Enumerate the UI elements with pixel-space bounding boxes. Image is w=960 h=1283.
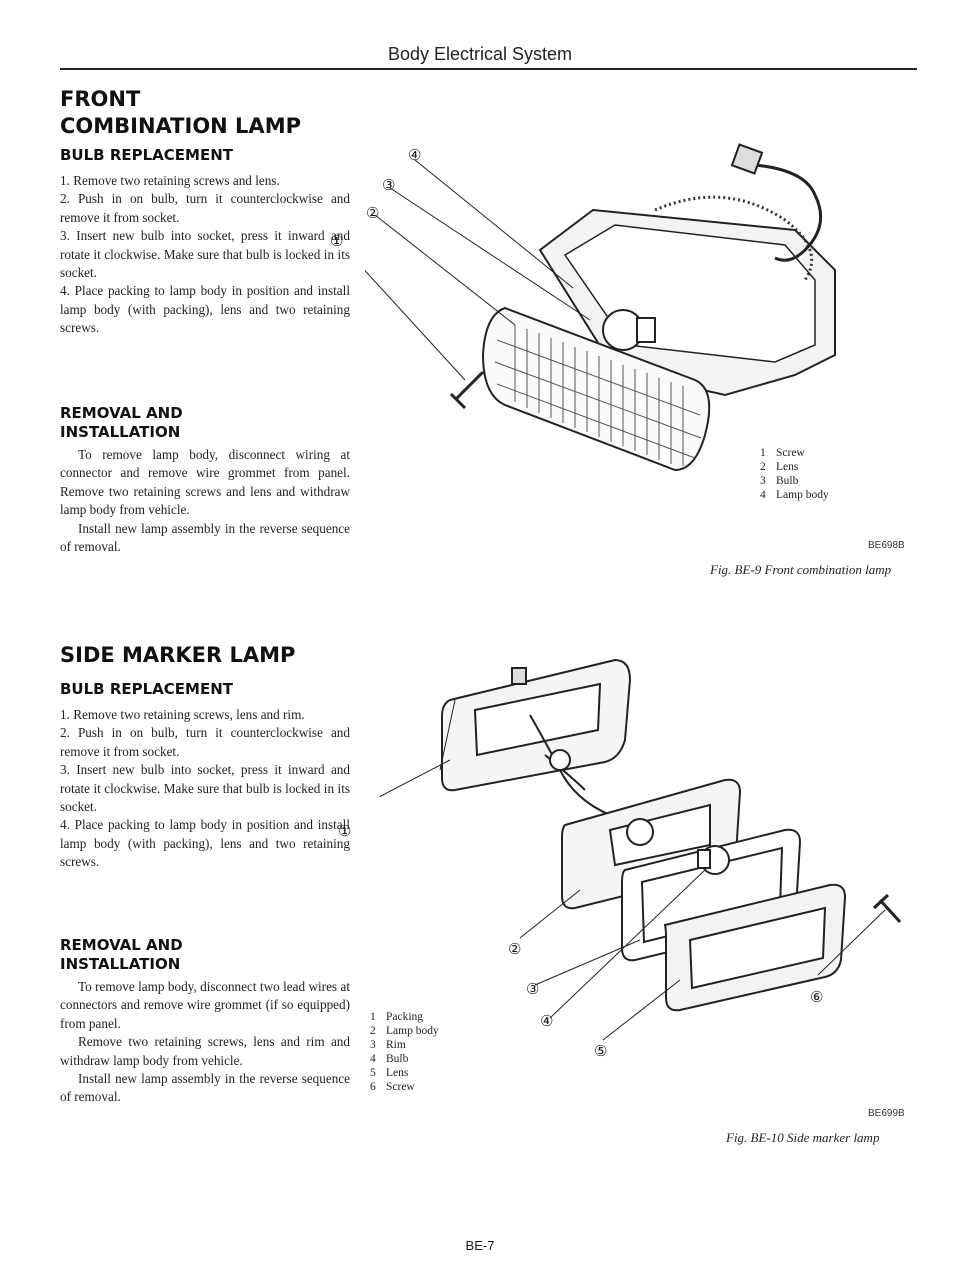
fig10-code: BE699B <box>868 1108 905 1119</box>
fig9-callout-2: ② <box>366 206 380 222</box>
side-bulb-steps: 1. Remove two retaining screws, lens and… <box>60 706 350 872</box>
front-bulb-heading: BULB REPLACEMENT <box>60 146 233 164</box>
fig10-callout-3: ③ <box>526 982 540 998</box>
fig10-callout-2: ② <box>508 942 522 958</box>
side-removal-heading: REMOVAL AND INSTALLATION <box>60 936 350 974</box>
screw-shape <box>449 370 485 410</box>
fig10-callout-4: ④ <box>540 1014 554 1030</box>
front-step-3: 3. Insert new bulb into socket, press it… <box>60 228 350 281</box>
front-step-4: 4. Place packing to lamp body in positio… <box>60 283 350 336</box>
fig10-callout-6: ⑥ <box>810 990 824 1006</box>
front-removal-heading-line1: REMOVAL AND <box>60 404 183 422</box>
side-removal-text: To remove lamp body, disconnect two lead… <box>60 978 350 1107</box>
side-step-1: 1. Remove two retaining screws, lens and… <box>60 707 305 722</box>
fig10-callout-1: ① <box>338 824 352 840</box>
page-header-title: Body Electrical System <box>387 44 573 64</box>
side-removal-p1: To remove lamp body, disconnect two lead… <box>60 979 350 1031</box>
fig10-caption: Fig. BE-10 Side marker lamp <box>726 1130 880 1145</box>
page-number: BE-7 <box>465 1238 495 1253</box>
side-section-title: SIDE MARKER LAMP <box>60 643 296 667</box>
lens-shape <box>481 306 711 472</box>
side-bulb-heading: BULB REPLACEMENT <box>60 680 233 698</box>
front-combination-lamp-illustration <box>365 143 836 472</box>
header-rule <box>60 68 917 70</box>
side-step-3: 3. Insert new bulb into socket, press it… <box>60 762 350 815</box>
side-step-4: 4. Place packing to lamp body in positio… <box>60 817 350 870</box>
side-marker-lamp-illustration <box>380 658 902 1041</box>
front-section-title: FRONT COMBINATION LAMP <box>60 86 350 140</box>
wire-harness <box>754 163 823 262</box>
fig10-callout-5: ⑤ <box>594 1044 608 1060</box>
front-removal-text: To remove lamp body, disconnect wiring a… <box>60 446 350 556</box>
front-removal-p2: Install new lamp assembly in the reverse… <box>60 520 350 555</box>
side-removal-p3: Install new lamp assembly in the reverse… <box>60 1071 350 1105</box>
screw-shape <box>872 893 902 924</box>
front-removal-p1: To remove lamp body, disconnect wiring a… <box>60 447 350 518</box>
fig9-callout-1: ① <box>330 234 344 250</box>
fig9-caption: Fig. BE-9 Front combination lamp <box>710 562 892 577</box>
side-step-2: 2. Push in on bulb, turn it counterclock… <box>60 725 350 759</box>
front-bulb-steps: 1. Remove two retaining screws and lens.… <box>60 172 350 338</box>
front-removal-heading-line2: INSTALLATION <box>60 423 181 441</box>
side-removal-p2: Remove two retaining screws, lens and ri… <box>60 1034 350 1068</box>
fig9-callout-3: ③ <box>382 178 396 194</box>
front-step-1: 1. Remove two retaining screws and lens. <box>60 173 280 188</box>
front-step-2: 2. Push in on bulb, turn it counterclock… <box>60 191 350 225</box>
fig9-callout-4: ④ <box>408 148 422 164</box>
front-title-line1: FRONT <box>60 87 141 111</box>
fig9-code: BE698B <box>868 540 905 551</box>
side-removal-heading-line2: INSTALLATION <box>60 955 181 973</box>
front-title-line2: COMBINATION LAMP <box>60 114 301 138</box>
side-removal-heading-line1: REMOVAL AND <box>60 936 183 954</box>
connector-shape <box>730 143 764 175</box>
connector-shape <box>511 667 527 685</box>
front-removal-heading: REMOVAL AND INSTALLATION <box>60 404 350 442</box>
